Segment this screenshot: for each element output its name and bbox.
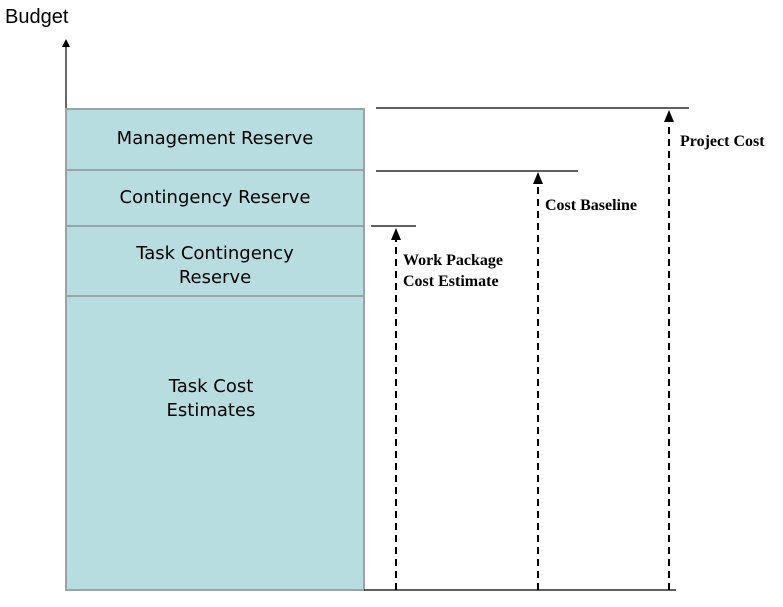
axis-arrow-icon [62, 39, 70, 47]
arrow-head-icon [391, 228, 401, 240]
block-label-management-reserve: Management Reserve [117, 128, 314, 149]
cost-baseline-arrow [533, 172, 543, 590]
block-label-contingency-reserve: Contingency Reserve [120, 187, 311, 208]
work-package-arrow [391, 228, 401, 590]
block-label-task-cost-line2: Estimates [167, 400, 256, 421]
project-cost-arrow [664, 110, 674, 590]
work-package-label-line2: Cost Estimate [403, 273, 499, 290]
project-cost-label: Project Cost [680, 133, 765, 150]
block-label-task-contingency-line1: Task Contingency [135, 243, 294, 264]
work-package-label-line1: Work Package [403, 252, 503, 269]
block-task-contingency-reserve: Task Contingency Reserve [65, 225, 365, 297]
axis-title: Budget [5, 6, 69, 28]
block-contingency-reserve: Contingency Reserve [65, 169, 365, 227]
block-label-task-cost-line1: Task Cost [168, 376, 254, 397]
arrow-head-icon [664, 110, 674, 122]
block-label-task-contingency-line2: Reserve [179, 267, 251, 288]
arrow-head-icon [533, 172, 543, 184]
cost-baseline-label: Cost Baseline [545, 197, 637, 214]
block-task-cost-estimates: Task Cost Estimates [65, 295, 365, 591]
block-management-reserve: Management Reserve [65, 108, 365, 171]
